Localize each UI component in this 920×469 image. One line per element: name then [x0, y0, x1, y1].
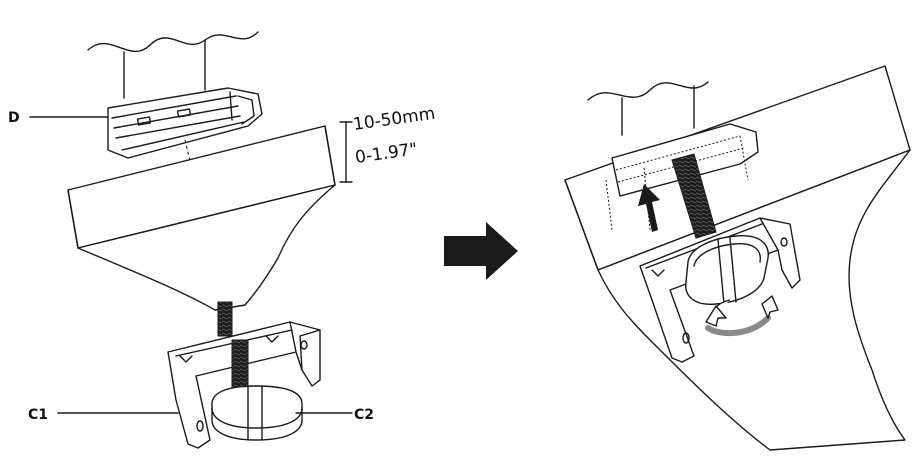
clamp-bracket-c1: [167, 321, 321, 449]
thickness-dimension: 10-50mm 0-1.97": [339, 104, 437, 183]
desk-slab-left: [67, 125, 336, 311]
threaded-rod-right: [671, 153, 717, 239]
step-1-illustration: D 10-50mm 0-1.97": [8, 31, 437, 449]
label-c1: C1: [28, 407, 48, 423]
up-arrow-icon: [638, 184, 660, 232]
pole-left: [87, 31, 259, 99]
step-2-illustration: [564, 65, 911, 451]
mount-plate-d: [107, 87, 263, 159]
label-d: D: [8, 110, 20, 126]
pole-right: [587, 81, 709, 136]
right-arrow-icon: [444, 222, 518, 280]
rotate-arrow-icon: [705, 295, 779, 337]
clamp-knob-right: [685, 235, 769, 305]
threaded-rod-top: [217, 301, 233, 337]
label-c2: C2: [354, 407, 374, 423]
dimension-mm: 10-50mm: [352, 104, 437, 135]
clamp-knob-c2: [211, 385, 303, 441]
dimension-in: 0-1.97": [354, 139, 419, 168]
